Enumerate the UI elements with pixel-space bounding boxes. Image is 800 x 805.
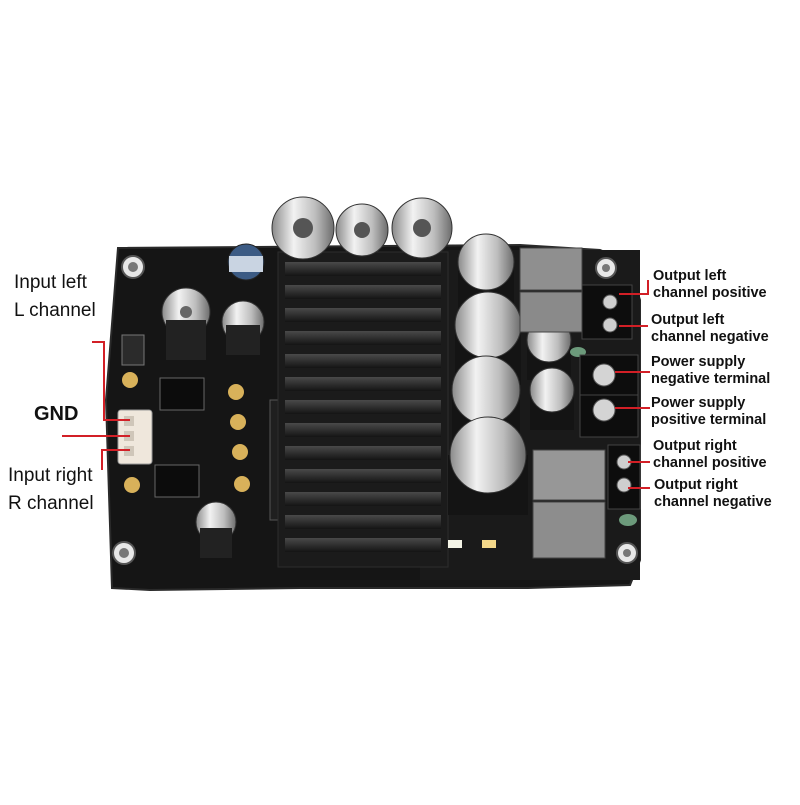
label-output-left-negative-line2: channel negative [651, 328, 769, 345]
label-power-supply-negative: Power supply negative terminal [651, 354, 770, 387]
label-output-right-negative-line1: Output right [654, 477, 738, 493]
label-output-left-positive-line1: Output left [653, 268, 727, 284]
label-output-right-positive-line1: Output right [653, 438, 737, 454]
power-capacitors [448, 233, 575, 515]
label-output-right-negative-line2: channel negative [654, 493, 772, 510]
heatsink [277, 251, 449, 568]
label-power-supply-positive: Power supply positive terminal [651, 395, 766, 428]
mounting-holes [112, 255, 638, 565]
label-input-left: Input left L channel [14, 272, 96, 322]
label-output-right-positive-line2: channel positive [653, 454, 767, 471]
label-output-left-negative-line1: Output left [651, 312, 725, 328]
label-input-right-line2: R channel [8, 492, 94, 514]
label-input-right-line1: Input right [8, 465, 93, 486]
label-output-left-positive-line2: channel positive [653, 284, 767, 301]
leds [448, 540, 496, 548]
leader-input-right [101, 449, 130, 470]
label-output-right-positive: Output right channel positive [653, 438, 767, 471]
leader-input-left [92, 341, 130, 421]
label-power-supply-positive-line2: positive terminal [651, 411, 767, 428]
label-power-supply-positive-line1: Power supply [651, 395, 746, 411]
leader-lines [62, 280, 650, 489]
label-input-left-line2: L channel [14, 299, 96, 321]
terminal-blocks [579, 284, 641, 510]
label-input-left-line1: Input left [14, 272, 87, 293]
leader-out-left-pos [619, 280, 649, 295]
label-power-supply-negative-line1: Power supply [651, 354, 746, 370]
label-gnd: GND [34, 403, 79, 425]
label-input-right: Input right R channel [8, 465, 94, 515]
label-output-left-negative: Output left channel negative [651, 312, 769, 345]
top-capacitors [271, 196, 453, 260]
left-components [121, 243, 285, 558]
label-power-supply-negative-line2: negative terminal [651, 370, 771, 387]
label-output-left-positive: Output left channel positive [653, 268, 767, 301]
label-output-right-negative: Output right channel negative [654, 477, 772, 510]
inductors [519, 247, 606, 559]
